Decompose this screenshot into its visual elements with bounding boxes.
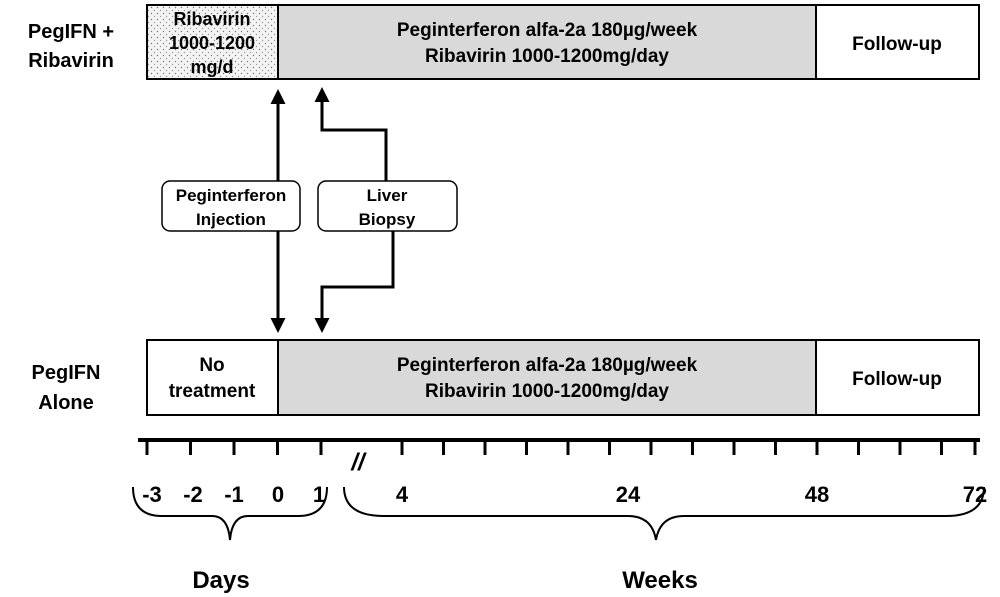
arm-combo-followup-box: [815, 4, 980, 80]
arm-alone: PegIFN Alone No treatment Peginterferon …: [32, 339, 980, 416]
injection-callout: Peginterferon Injection: [161, 180, 301, 232]
arm-combo-label-line2: Ribavirin: [28, 50, 114, 72]
arm-combo-treatment-line2: Ribavirin 1000-1200mg/day: [425, 46, 669, 67]
arm-combo-lead-in-box: [146, 4, 279, 80]
arm-alone-lead-in-line2: treatment: [169, 381, 256, 402]
arm-combo: PegIFN + Ribavirin Ribavirin 1000-1200 m…: [28, 4, 980, 80]
weeks-caption: Weeks: [622, 567, 698, 594]
days-caption: Days: [192, 567, 249, 594]
day-label: -2: [183, 482, 203, 507]
week-label: 48: [805, 482, 829, 507]
biopsy-arrow-down: [314, 230, 395, 333]
arm-combo-treatment-box: [277, 4, 817, 80]
week-label: 4: [396, 482, 409, 507]
arm-alone-label-line1: PegIFN: [32, 362, 101, 384]
days-brace: [132, 486, 328, 541]
axis-break-mark: //: [350, 449, 367, 476]
day-label: 0: [272, 482, 284, 507]
arm-alone-followup-label: Follow-up: [852, 369, 942, 390]
arm-combo-lead-in-line3: mg/d: [191, 57, 234, 77]
injection-label-line1: Peginterferon: [176, 186, 287, 205]
arm-alone-lead-in-box: [146, 339, 279, 416]
arm-alone-treatment-line1: Peginterferon alfa-2a 180µg/week: [397, 355, 698, 376]
arm-alone-followup-box: [815, 339, 980, 416]
arm-alone-lead-in-line1: No: [199, 355, 224, 376]
timeline-axis: // -3 -2 -1 0 1 4 24 48 72: [138, 438, 987, 507]
day-label: 1: [313, 482, 325, 507]
injection-label-line2: Injection: [196, 210, 266, 229]
arm-alone-label-line2: Alone: [38, 392, 94, 414]
day-label: -3: [142, 482, 162, 507]
day-label: -1: [224, 482, 244, 507]
week-label: 24: [616, 482, 641, 507]
axis-ticks: [145, 440, 977, 455]
biopsy-label-line1: Liver: [367, 186, 408, 205]
arm-combo-treatment-line1: Peginterferon alfa-2a 180µg/week: [397, 20, 698, 41]
biopsy-callout: Liver Biopsy: [317, 180, 458, 232]
biopsy-arrow-up: [314, 87, 388, 182]
arm-combo-label-line1: PegIFN +: [28, 21, 114, 43]
arm-alone-treatment-line2: Ribavirin 1000-1200mg/day: [425, 381, 669, 402]
arm-combo-followup-label: Follow-up: [852, 34, 942, 55]
arm-alone-treatment-box: [277, 339, 817, 416]
weeks-brace: [343, 486, 985, 541]
arm-combo-lead-in-line2: 1000-1200: [169, 33, 255, 53]
arm-combo-lead-in-line1: Ribavirin: [173, 9, 250, 29]
biopsy-label-line2: Biopsy: [359, 210, 416, 229]
